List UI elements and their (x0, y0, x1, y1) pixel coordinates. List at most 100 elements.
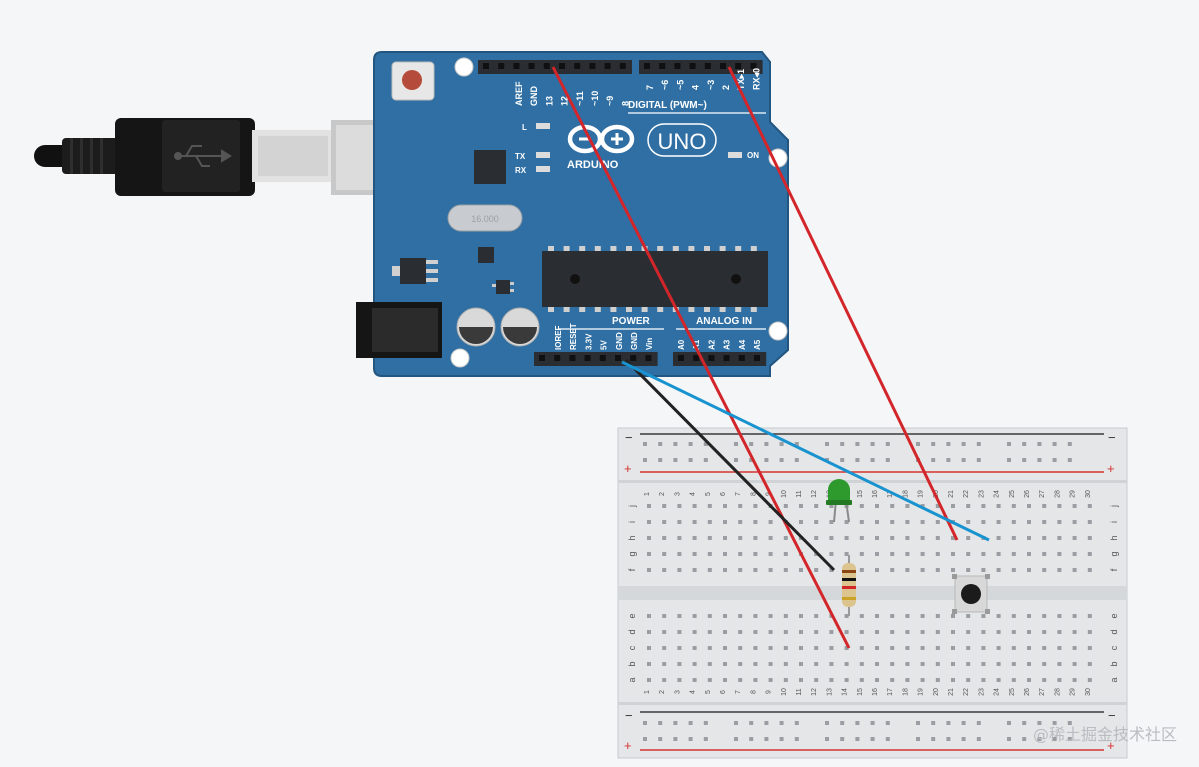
breadboard-hole[interactable] (734, 721, 738, 725)
breadboard-hole[interactable] (814, 662, 819, 666)
breadboard-hole[interactable] (723, 630, 727, 634)
breadboard-hole[interactable] (1011, 662, 1016, 666)
breadboard-hole[interactable] (855, 737, 860, 741)
breadboard-hole[interactable] (764, 442, 769, 446)
breadboard-hole[interactable] (859, 614, 864, 618)
breadboard-hole[interactable] (749, 737, 754, 741)
breadboard-hole[interactable] (885, 721, 890, 725)
breadboard-hole[interactable] (783, 536, 788, 540)
breadboard-hole[interactable] (814, 520, 819, 524)
breadboard-hole[interactable] (734, 737, 738, 741)
breadboard-hole[interactable] (916, 442, 920, 446)
breadboard-hole[interactable] (1022, 737, 1027, 741)
breadboard-hole[interactable] (707, 678, 712, 682)
breadboard-hole[interactable] (870, 737, 875, 741)
breadboard-hole[interactable] (875, 662, 879, 666)
breadboard-hole[interactable] (829, 504, 834, 508)
breadboard-hole[interactable] (870, 442, 875, 446)
breadboard-hole[interactable] (1042, 678, 1047, 682)
breadboard-hole[interactable] (1067, 721, 1072, 725)
breadboard-hole[interactable] (643, 442, 647, 446)
breadboard-hole[interactable] (981, 552, 986, 556)
breadboard-hole[interactable] (1052, 442, 1057, 446)
breadboard-hole[interactable] (961, 442, 966, 446)
header-pin[interactable] (539, 355, 545, 361)
breadboard-hole[interactable] (905, 536, 910, 540)
breadboard-hole[interactable] (844, 536, 849, 540)
breadboard-hole[interactable] (1042, 504, 1047, 508)
breadboard-hole[interactable] (764, 458, 769, 462)
breadboard-hole[interactable] (814, 568, 819, 572)
breadboard-hole[interactable] (859, 536, 864, 540)
breadboard-hole[interactable] (1042, 630, 1047, 634)
breadboard-hole[interactable] (734, 442, 738, 446)
breadboard-hole[interactable] (662, 536, 667, 540)
breadboard-hole[interactable] (905, 678, 910, 682)
breadboard-hole[interactable] (1052, 737, 1057, 741)
breadboard-hole[interactable] (749, 458, 754, 462)
breadboard-hole[interactable] (1057, 520, 1062, 524)
breadboard-hole[interactable] (1042, 536, 1047, 540)
breadboard-hole[interactable] (1057, 662, 1062, 666)
breadboard-hole[interactable] (859, 568, 864, 572)
breadboard-hole[interactable] (647, 630, 651, 634)
header-pin[interactable] (689, 63, 696, 69)
header-pin[interactable] (498, 63, 505, 69)
breadboard-hole[interactable] (935, 646, 940, 650)
header-pin[interactable] (569, 355, 576, 361)
breadboard-hole[interactable] (707, 662, 712, 666)
breadboard-hole[interactable] (981, 568, 986, 572)
breadboard-hole[interactable] (1007, 721, 1011, 725)
breadboard-hole[interactable] (1007, 442, 1011, 446)
breadboard-hole[interactable] (662, 662, 667, 666)
breadboard-hole[interactable] (768, 646, 773, 650)
breadboard-hole[interactable] (738, 520, 743, 524)
breadboard-hole[interactable] (840, 737, 845, 741)
breadboard-hole[interactable] (935, 630, 940, 634)
breadboard-hole[interactable] (951, 630, 955, 634)
breadboard-hole[interactable] (768, 552, 773, 556)
breadboard-hole[interactable] (905, 614, 910, 618)
breadboard-hole[interactable] (829, 678, 834, 682)
breadboard-hole[interactable] (677, 520, 682, 524)
breadboard-hole[interactable] (738, 568, 743, 572)
breadboard-hole[interactable] (1087, 662, 1092, 666)
breadboard-hole[interactable] (738, 614, 743, 618)
breadboard-hole[interactable] (996, 504, 1001, 508)
breadboard-hole[interactable] (870, 458, 875, 462)
breadboard-hole[interactable] (779, 737, 784, 741)
breadboard-hole[interactable] (859, 552, 864, 556)
breadboard-hole[interactable] (662, 678, 667, 682)
breadboard-hole[interactable] (961, 737, 966, 741)
header-pin[interactable] (704, 63, 711, 69)
breadboard-hole[interactable] (662, 568, 667, 572)
breadboard-hole[interactable] (875, 520, 879, 524)
breadboard-hole[interactable] (966, 536, 971, 540)
breadboard-hole[interactable] (814, 678, 819, 682)
breadboard-hole[interactable] (875, 552, 879, 556)
breadboard-hole[interactable] (859, 504, 864, 508)
breadboard-hole[interactable] (855, 442, 860, 446)
breadboard-hole[interactable] (753, 614, 758, 618)
breadboard-hole[interactable] (981, 662, 986, 666)
breadboard-hole[interactable] (738, 646, 743, 650)
breadboard-hole[interactable] (931, 721, 936, 725)
breadboard-hole[interactable] (794, 721, 799, 725)
breadboard-hole[interactable] (935, 614, 940, 618)
breadboard-hole[interactable] (677, 568, 682, 572)
header-pin[interactable] (750, 63, 757, 69)
breadboard-hole[interactable] (738, 536, 743, 540)
breadboard-hole[interactable] (1072, 678, 1077, 682)
breadboard-hole[interactable] (1027, 536, 1031, 540)
breadboard-hole[interactable] (707, 646, 712, 650)
breadboard-hole[interactable] (799, 520, 803, 524)
breadboard-hole[interactable] (946, 458, 951, 462)
breadboard-hole[interactable] (916, 721, 920, 725)
breadboard-hole[interactable] (692, 614, 697, 618)
breadboard-hole[interactable] (643, 721, 647, 725)
breadboard-hole[interactable] (1011, 614, 1016, 618)
breadboard-hole[interactable] (768, 630, 773, 634)
breadboard-hole[interactable] (1011, 536, 1016, 540)
breadboard-hole[interactable] (677, 662, 682, 666)
breadboard-hole[interactable] (996, 614, 1001, 618)
